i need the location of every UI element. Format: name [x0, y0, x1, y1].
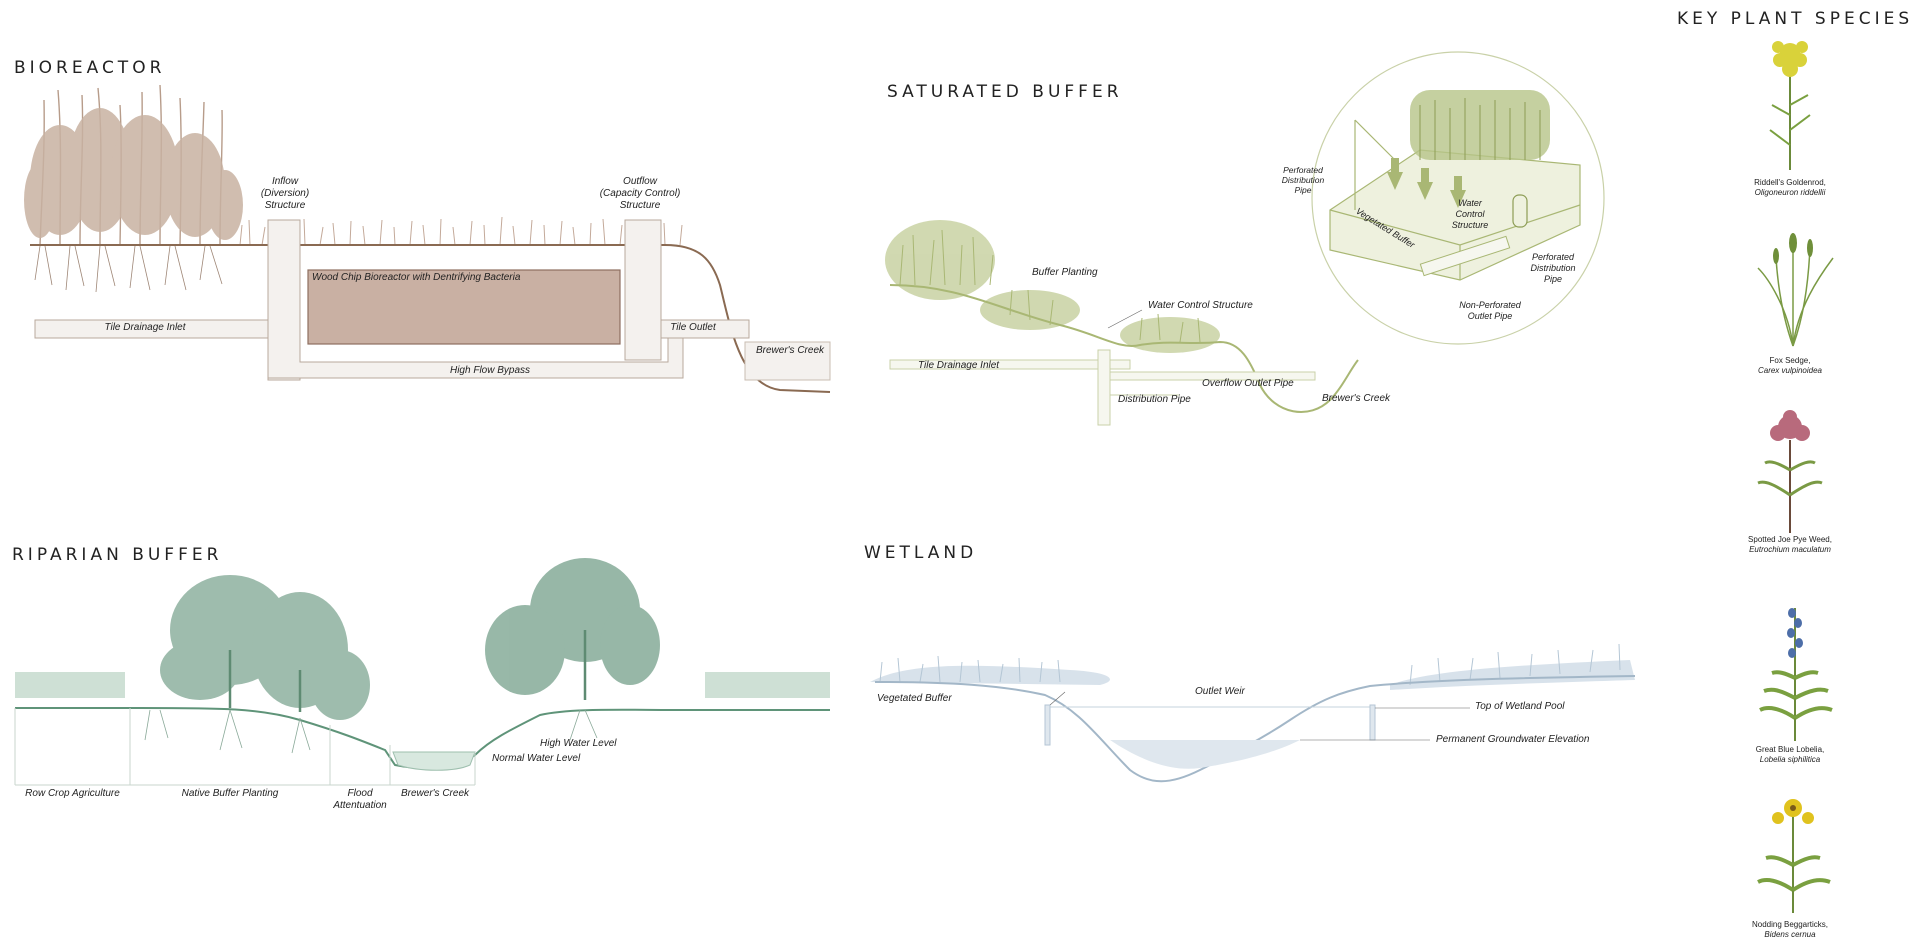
- outflow-label: Outflow (Capacity Control) Structure: [599, 176, 681, 211]
- leader-line: [1107, 309, 1143, 329]
- riparian-buffer-title: RIPARIAN BUFFER: [12, 545, 223, 565]
- rip-creek-label: Brewer's Creek: [400, 788, 470, 799]
- inflow-label: Inflow (Diversion) Structure: [260, 176, 310, 211]
- scientific-name: Carex vulpinoidea: [1757, 366, 1823, 375]
- woodchip-bioreactor: [307, 269, 621, 345]
- plant-caption-fox-sedge: Fox Sedge, Carex vulpinoidea: [1730, 356, 1850, 376]
- grass-blades: [899, 229, 1201, 343]
- perf-pipe-right-label: Perforated Distribution Pipe: [1530, 252, 1576, 284]
- creek-label: Brewer's Creek: [755, 345, 825, 356]
- common-name: Spotted Joe Pye Weed,: [1748, 535, 1832, 544]
- leader-lines: [1049, 691, 1470, 741]
- scientific-name: Eutrochium maculatum: [1749, 545, 1831, 554]
- common-name: Great Blue Lobelia,: [1755, 745, 1825, 754]
- non-perf-outlet-label: Non-Perforated Outlet Pipe: [1459, 300, 1521, 321]
- overflow-label: Overflow Outlet Pipe: [1202, 378, 1294, 389]
- perf-pipe-left-label: Perforated Distribution Pipe: [1281, 165, 1325, 195]
- goldenrod-illustration: [1769, 41, 1811, 170]
- roots: [144, 709, 598, 754]
- scientific-name: Bidens cernua: [1764, 930, 1816, 939]
- outlet-weir: [1044, 704, 1051, 746]
- plant-caption-goldenrod: Riddell's Goldenrod, Oligoneuron riddell…: [1730, 178, 1850, 198]
- tile-inlet-label: Tile Drainage Inlet: [104, 322, 186, 333]
- great-blue-lobelia-illustration: [1759, 608, 1833, 741]
- high-water-label: High Water Level: [540, 738, 617, 749]
- outflow-structure: [624, 219, 662, 361]
- groundwater-label: Permanent Groundwater Elevation: [1436, 734, 1590, 745]
- saturated-buffer-inset: [1311, 51, 1605, 345]
- outlet-weir-label: Outlet Weir: [1195, 686, 1245, 697]
- distribution-label: Distribution Pipe: [1118, 394, 1191, 405]
- corn-foliage: [24, 108, 243, 240]
- wetland-diagram: [870, 643, 1636, 783]
- plant-caption-joe-pye: Spotted Joe Pye Weed, Eutrochium maculat…: [1730, 535, 1850, 555]
- fox-sedge-illustration: [1757, 233, 1834, 347]
- root-system: [34, 245, 223, 293]
- bypass-label: High Flow Bypass: [449, 365, 531, 376]
- buffer-planting-label: Buffer Planting: [1032, 267, 1098, 278]
- saturated-buffer-title: SATURATED BUFFER: [887, 82, 1123, 102]
- tree-trunks: [228, 630, 587, 712]
- common-name: Riddell's Goldenrod,: [1754, 178, 1826, 187]
- common-name: Nodding Beggarticks,: [1751, 920, 1829, 929]
- grass-strip: [239, 216, 683, 246]
- outlet-weir-right: [1369, 704, 1376, 741]
- top-pool-label: Top of Wetland Pool: [1475, 701, 1565, 712]
- creek-box: [744, 341, 831, 381]
- flood-label: Flood Attentuation: [333, 788, 387, 811]
- plant-caption-lobelia: Great Blue Lobelia, Lobelia siphilitica: [1730, 745, 1850, 765]
- row-crop-label: Row Crop Agriculture: [25, 788, 120, 799]
- native-buffer-label: Native Buffer Planting: [181, 788, 279, 799]
- sat-tile-inlet-label: Tile Drainage Inlet: [918, 360, 1000, 371]
- ground-line: [889, 284, 1359, 413]
- tile-drainage-inlet-pipe: [889, 359, 1131, 370]
- normal-water-label: Normal Water Level: [492, 753, 581, 764]
- bioreactor-title: BIOREACTOR: [14, 58, 166, 78]
- bioreactor-diagram: [24, 84, 831, 393]
- buffer-grass-illustration: [885, 220, 1220, 353]
- scientific-name: Lobelia siphilitica: [1759, 755, 1821, 764]
- common-name: Fox Sedge,: [1769, 356, 1811, 365]
- riparian-buffer-diagram: [14, 558, 830, 786]
- tile-outlet-label: Tile Outlet: [670, 322, 716, 333]
- tile-outlet-pipe: [660, 319, 750, 339]
- creek-water: [392, 751, 476, 771]
- pool-water: [1110, 740, 1300, 769]
- wetland-title: WETLAND: [864, 543, 978, 563]
- key-plant-species-title: KEY PLANT SPECIES: [1677, 9, 1914, 29]
- joe-pye-weed-illustration: [1757, 410, 1823, 533]
- tree-canopy-right: [485, 558, 660, 695]
- water-control-inset-label: Water Control Structure: [1451, 198, 1489, 230]
- sat-creek-label: Brewer's Creek: [1322, 393, 1391, 404]
- high-flow-bypass-pipe: [267, 337, 684, 379]
- veg-buffer-label: Vegetated Buffer: [877, 693, 952, 704]
- section-dividers: [14, 708, 476, 786]
- ground-line: [874, 675, 1636, 783]
- tree-canopy-left: [160, 575, 370, 720]
- tile-drainage-inlet-pipe: [34, 319, 269, 339]
- saturated-buffer-diagram: [885, 220, 1359, 426]
- overflow-outlet-pipe: [1109, 371, 1316, 381]
- grass-blades: [879, 643, 1621, 686]
- water-control-structure: [1097, 349, 1111, 426]
- water-control-label: Water Control Structure: [1148, 300, 1253, 311]
- wetland-vegetation: [870, 660, 1635, 690]
- nodding-beggarticks-illustration: [1757, 799, 1831, 913]
- plant-caption-beggarticks: Nodding Beggarticks, Bidens cernua: [1730, 920, 1850, 940]
- crop-rows: [15, 672, 830, 698]
- scientific-name: Oligoneuron riddellii: [1754, 188, 1826, 197]
- woodchip-label: Wood Chip Bioreactor with Dentrifying Ba…: [312, 272, 521, 283]
